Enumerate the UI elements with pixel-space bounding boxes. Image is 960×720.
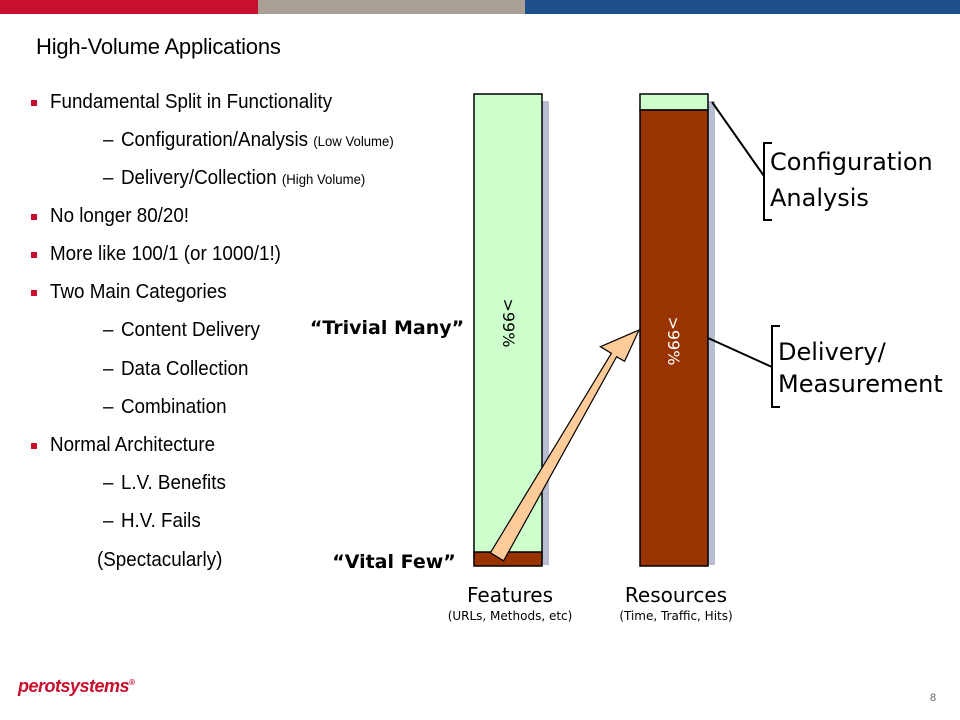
bullet-marker	[31, 214, 37, 220]
bullet-marker	[31, 443, 37, 449]
logo-registered-mark: ®	[129, 678, 135, 687]
bullet-item: –L.V. Benefits	[103, 472, 226, 495]
vital-few-arrow	[489, 328, 641, 562]
resources-majority-segment	[639, 109, 709, 567]
bullet-text: Normal Architecture	[50, 434, 216, 456]
resources-column-shadow	[647, 101, 715, 565]
top-color-bar	[0, 0, 960, 14]
resources-axis-sublabel: (Time, Traffic, Hits)	[619, 609, 732, 623]
bullet-marker	[31, 100, 37, 106]
bullet-note: (Low Volume)	[313, 133, 394, 149]
bullet-text: No longer 80/20!	[50, 205, 190, 227]
bullet-text: Data Collection	[120, 358, 249, 380]
features-axis-sublabel: (URLs, Methods, etc)	[448, 609, 573, 623]
bullet-item: Fundamental Split in Functionality	[50, 91, 332, 114]
bullet-dash: –	[103, 396, 114, 418]
callout-delivery-line2: Measurement	[778, 370, 943, 398]
bullet-list: Fundamental Split in Functionality–Confi…	[0, 0, 470, 600]
features-axis-label: Features	[467, 583, 553, 607]
callout-delivery: Delivery/ Measurement	[707, 325, 943, 408]
bullet-text: Delivery/Collection	[120, 167, 277, 189]
bullet-item: (Spectacularly)	[97, 549, 222, 572]
resources-majority-label: >99%	[664, 317, 683, 366]
top-bar-blue	[525, 0, 960, 14]
logo-text: perotsystems	[18, 676, 130, 696]
bullet-marker	[31, 290, 37, 296]
bullet-text: H.V. Fails	[120, 510, 201, 532]
features-majority-segment	[473, 93, 543, 559]
bullet-dash: –	[103, 167, 114, 189]
bullet-item: –Data Collection	[103, 358, 248, 381]
bullet-item: More like 100/1 (or 1000/1!)	[50, 243, 281, 266]
bullet-item: Two Main Categories	[50, 281, 227, 304]
resources-axis-label: Resources	[625, 583, 727, 607]
bullet-item: –Combination	[103, 396, 227, 419]
callout-configuration-line2: Analysis	[770, 184, 869, 212]
bullet-item: Normal Architecture	[50, 434, 215, 457]
callout-configuration: Configuration Analysis	[711, 101, 933, 221]
bullet-dash: –	[103, 129, 114, 151]
bullet-marker	[31, 252, 37, 258]
bullet-item: –Configuration/Analysis (Low Volume)	[103, 129, 394, 152]
bullet-dash: –	[103, 472, 114, 494]
resources-minority-segment	[639, 93, 709, 111]
bullet-text: L.V. Benefits	[120, 472, 226, 494]
bullet-item: –Content Delivery	[103, 319, 260, 342]
bullet-dash: –	[103, 510, 114, 532]
features-majority-label: >99%	[499, 299, 518, 348]
bullet-text: Fundamental Split in Functionality	[50, 91, 333, 113]
bullet-item: No longer 80/20!	[50, 205, 189, 228]
bullet-dash: –	[103, 319, 114, 341]
bullet-text: (Spectacularly)	[97, 549, 223, 571]
bullet-text: More like 100/1 (or 1000/1!)	[50, 243, 281, 265]
features-column-shadow	[481, 101, 549, 565]
features-minority-segment	[473, 551, 543, 567]
page-number: 8	[930, 692, 937, 704]
company-logo: perotsystems®	[18, 676, 135, 697]
callout-configuration-line1: Configuration	[770, 148, 933, 176]
bullet-text: Content Delivery	[120, 319, 260, 341]
slide-title: High-Volume Applications	[36, 34, 281, 59]
bullet-item: –Delivery/Collection (High Volume)	[103, 167, 365, 190]
bullet-text: Configuration/Analysis	[120, 129, 309, 151]
top-bar-taupe	[258, 0, 525, 14]
bullet-note: (High Volume)	[281, 171, 366, 187]
bullet-text: Two Main Categories	[50, 281, 227, 303]
bullet-dash: –	[103, 358, 114, 380]
bullet-text: Combination	[120, 396, 227, 418]
bullet-item: –H.V. Fails	[103, 510, 201, 533]
callout-delivery-line1: Delivery/	[778, 338, 887, 366]
top-bar-red	[0, 0, 258, 14]
